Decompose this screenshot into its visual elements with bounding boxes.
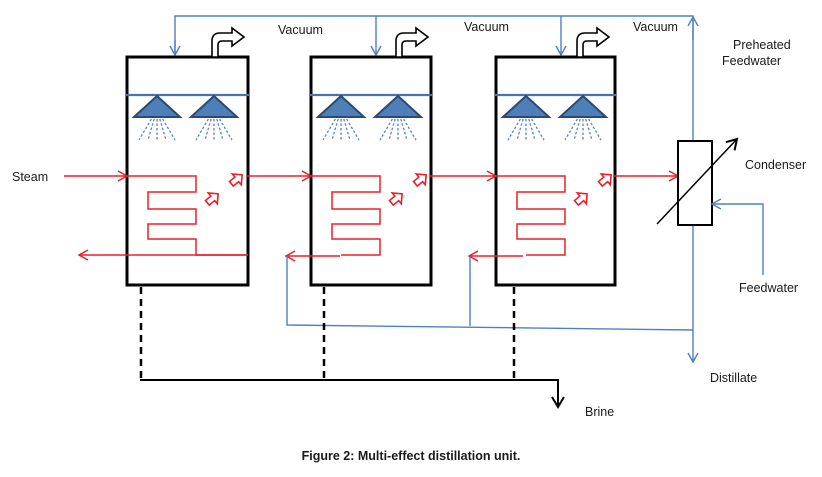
heating-coil-3 [496, 175, 566, 256]
spray-droplet-line [346, 118, 360, 141]
condenser [656, 137, 764, 275]
vapor-rise-arrow-icon [597, 173, 612, 188]
spray-systems [126, 93, 616, 141]
effect-vessel-1 [125, 55, 250, 287]
spray-nozzle-icon [500, 94, 552, 118]
figure-caption: Figure 2: Multi-effect distillation unit… [302, 449, 521, 463]
vapor-outlet-arrow-icon-2 [395, 26, 430, 58]
spray-droplet-line [216, 118, 224, 141]
spray-droplet-line [403, 118, 417, 141]
spray-droplet-line [585, 118, 593, 141]
spray-droplet-line [322, 118, 336, 141]
spray-droplet-line [138, 118, 152, 141]
condenser-adjust-arrow [656, 137, 739, 225]
brine-collector [139, 287, 565, 409]
spray-droplet-line [195, 118, 209, 141]
label-distillate: Distillate [710, 371, 757, 385]
label-vacuum-2: Vacuum [464, 20, 509, 34]
vapor-rise-arrow-icon [228, 173, 243, 188]
distillate-header-line [286, 256, 694, 331]
heating-coil-2 [311, 175, 381, 256]
vapor-rise-arrow-icon [204, 192, 219, 207]
heating-coil-1 [127, 175, 248, 256]
spray-nozzle-icon [372, 94, 424, 118]
spray-droplet-line [588, 118, 602, 141]
vapor-outlet-arrow-icon-1 [211, 26, 246, 58]
spray-droplet-line [531, 118, 545, 141]
vapor-rise-arrow-icon [412, 173, 427, 188]
label-brine: Brine [585, 405, 614, 419]
label-preheated: Preheated [733, 38, 791, 52]
spray-droplet-line [159, 118, 167, 141]
effect-vessel-2 [309, 55, 433, 287]
brine-header-line [140, 379, 559, 405]
spray-droplet-line [379, 118, 393, 141]
spray-droplet-line [528, 118, 536, 141]
effect-3 [494, 55, 617, 287]
spray-droplet-line [388, 118, 396, 141]
label-steam: Steam [12, 170, 48, 184]
effect-vessel-3 [494, 55, 617, 287]
vacuum-header-line [174, 15, 694, 141]
effect-2 [309, 55, 433, 287]
spray-nozzle-icon [131, 94, 183, 118]
spray-droplet-line [573, 118, 581, 141]
spray-nozzle-icon [188, 94, 240, 118]
spray-droplet-line [507, 118, 521, 141]
label-feedwater: Feedwater [739, 281, 798, 295]
vacuum-header [169, 15, 699, 141]
heating-coils [127, 173, 612, 256]
spray-nozzle-icon [557, 94, 609, 118]
vapor-outlets [211, 26, 611, 58]
vapor-rise-arrow-icon [388, 192, 403, 207]
spray-droplet-line [204, 118, 212, 141]
spray-droplet-line [331, 118, 339, 141]
label-condenser: Condenser [745, 158, 806, 172]
spray-nozzle-icon [315, 94, 367, 118]
spray-droplet-line [162, 118, 176, 141]
vapor-rise-arrow-icon [573, 192, 588, 207]
spray-droplet-line [343, 118, 351, 141]
spray-droplet-line [219, 118, 233, 141]
spray-droplet-line [564, 118, 578, 141]
distillate-collector [286, 225, 699, 364]
label-vacuum-1: Vacuum [278, 23, 323, 37]
spray-droplet-line [400, 118, 408, 141]
effect-1 [125, 55, 250, 287]
feedwater-inlet-line [710, 198, 764, 275]
label-preheated-feedwater: Feedwater [722, 54, 781, 68]
vapor-outlet-arrow-icon-3 [576, 26, 611, 58]
spray-droplet-line [516, 118, 524, 141]
label-vacuum-3: Vacuum [633, 20, 678, 34]
spray-droplet-line [147, 118, 155, 141]
